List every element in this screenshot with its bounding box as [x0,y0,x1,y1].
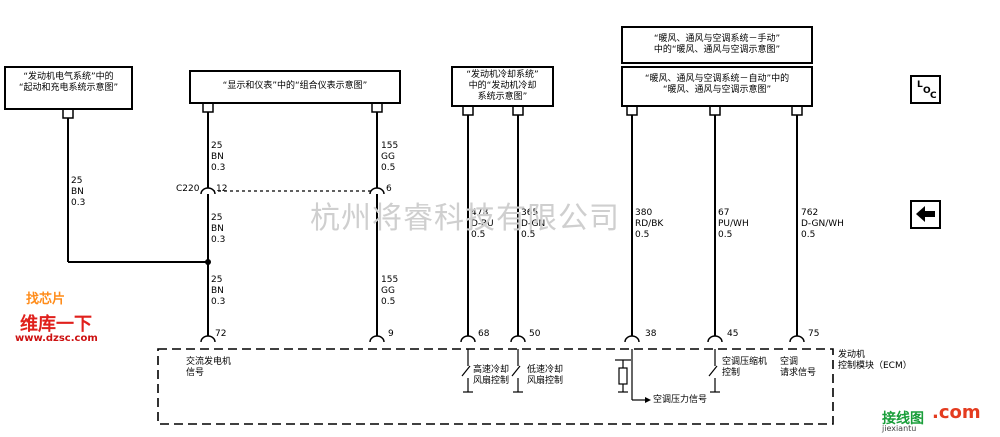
ref-box-cooling [451,66,554,107]
logo-main-text: 维库一下 [20,314,92,335]
ref-box-starting-charging [4,66,133,110]
loc-letter-o: O [923,86,931,96]
ecm-module-outline [157,348,834,425]
pin-68: 68 [478,329,490,339]
ref-box-cluster [189,70,401,104]
loc-letter-c: C [930,91,937,101]
logo-top-text: 找芯片 [26,292,66,307]
ref-text-hvac-manual: “暖风、通风与空调系统－手动”中的“暖风、通风与空调示意图” [653,34,781,55]
signal-ac-compressor: 空调压缩机控制 [722,357,768,378]
location-icon[interactable]: L O C [910,75,941,104]
logo-url: www.dzsc.com [15,333,98,344]
pin-38: 38 [645,329,657,339]
ref-text-hvac-auto: “暖风、通风与空调系统－自动”中的“暖风、通风与空调示意图” [644,74,790,95]
signal-ac-pressure: 空调压力信号 [653,395,708,405]
module-name: 发动机控制模块（ECM） [838,350,912,371]
loc-letter-l: L [917,80,923,90]
site-logo-cn: 接线图 [882,411,924,427]
back-button[interactable] [910,200,941,229]
connector-name: C220 [176,184,200,194]
site-logo-en: jiexiantu [882,424,917,433]
signal-ac-request: 空调请求信号 [780,357,817,378]
ref-text-starting-charging: “发动机电气系统”中的“起动和充电系统示意图” [18,72,119,93]
signal-alternator: 交流发电机信号 [186,357,232,378]
signal-high-speed-fan: 高速冷却风扇控制 [473,365,510,386]
signal-low-speed-fan: 低速冷却风扇控制 [527,365,564,386]
pin-9: 9 [388,329,394,339]
pin-72: 72 [215,329,227,339]
pin-50: 50 [529,329,541,339]
connector-pin-right: 6 [386,184,392,194]
arrow-left-icon[interactable] [916,206,935,222]
company-watermark: 杭州将睿科技有限公司 [310,201,620,236]
connector-pin-left: 12 [216,184,228,194]
site-logo-com: .com [932,402,981,423]
ref-box-hvac-manual [621,26,813,64]
pin-75: 75 [808,329,820,339]
pin-45: 45 [727,329,739,339]
ref-text-cluster: “显示和仪表”中的“组合仪表示意图” [222,81,368,91]
ref-box-hvac-auto [621,66,813,107]
ref-text-cooling: “发动机冷却系统”中的“发动机冷却系统示意图” [466,70,539,102]
